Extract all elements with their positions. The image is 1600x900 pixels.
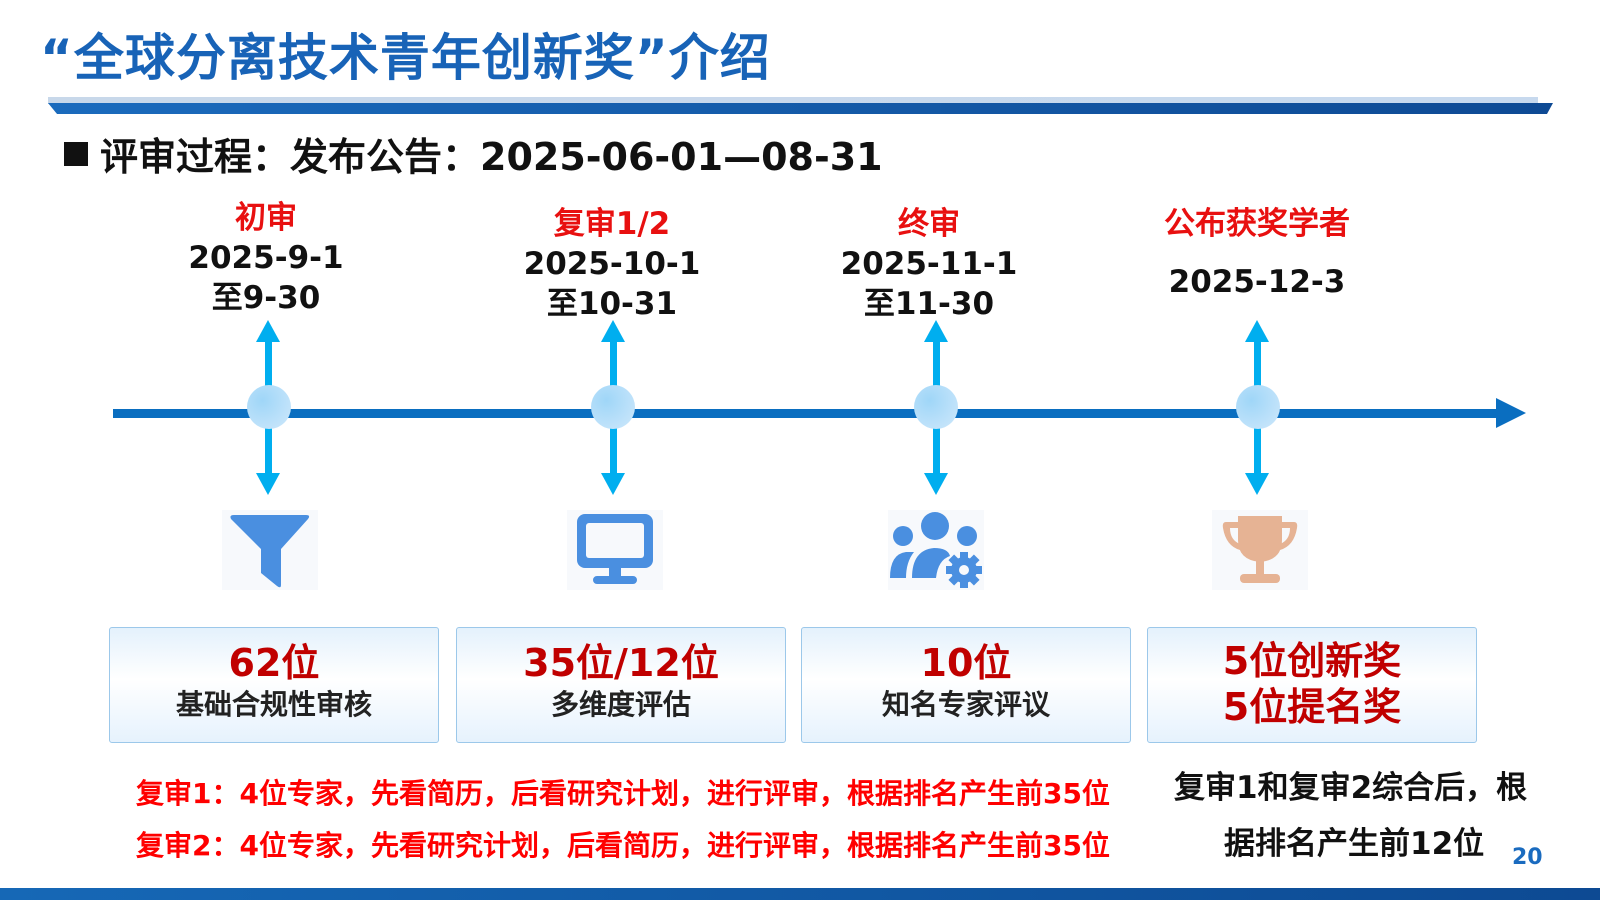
stage-header-4: 公布获奖学者 2025-12-3 xyxy=(1107,204,1407,302)
stage-description: 知名专家评议 xyxy=(881,688,1050,721)
stage-description: 多维度评估 xyxy=(550,688,691,721)
timeline-node xyxy=(247,385,291,429)
stage-description: 基础合规性审核 xyxy=(175,688,372,721)
arrow-down-icon xyxy=(256,473,280,495)
stage-date: 2025-12-3 xyxy=(1168,264,1346,300)
trophy-icon xyxy=(1212,510,1308,590)
timeline-arrow-head-icon xyxy=(1496,398,1526,428)
stage-header-2: 复审1/2 2025-10-1 至10-31 xyxy=(462,204,762,324)
stage-name: 终审 xyxy=(898,206,960,242)
combined-note-line1: 复审1和复审2综合后，根 xyxy=(1174,770,1528,806)
stage-date-end: 至9-30 xyxy=(211,280,321,316)
section-heading: 评审过程：发布公告：2025-06-01—08-31 xyxy=(64,126,883,181)
candidate-count: 35位/12位 xyxy=(523,641,719,685)
title-underline xyxy=(48,103,1553,114)
monitor-icon xyxy=(567,510,663,590)
stage-name: 公布获奖学者 xyxy=(1164,206,1350,242)
arrow-down-icon xyxy=(1245,473,1269,495)
stage-date-start: 2025-9-1 xyxy=(188,240,344,276)
timeline-node xyxy=(591,385,635,429)
arrow-down-icon xyxy=(924,473,948,495)
title-underline-light xyxy=(48,97,1538,104)
innovation-award-count: 5位创新奖 xyxy=(1222,639,1402,683)
nomination-award-count: 5位提名奖 xyxy=(1222,685,1402,729)
arrow-up-icon xyxy=(256,320,280,342)
filter-icon xyxy=(222,510,318,590)
users-settings-icon xyxy=(888,510,984,590)
review1-note: 复审1：4位专家，先看简历，后看研究计划，进行评审，根据排名产生前35位 xyxy=(136,777,1110,810)
arrow-up-icon xyxy=(601,320,625,342)
timeline-axis xyxy=(113,409,1503,418)
section-heading-text: 评审过程：发布公告：2025-06-01—08-31 xyxy=(100,135,883,179)
candidate-count: 10位 xyxy=(920,641,1012,685)
stage-header-1: 初审 2025-9-1 至9-30 xyxy=(116,198,416,318)
stage-date-start: 2025-11-1 xyxy=(840,246,1018,282)
timeline-node xyxy=(1236,385,1280,429)
page-number: 20 xyxy=(1512,845,1543,870)
arrow-up-icon xyxy=(1245,320,1269,342)
arrow-up-icon xyxy=(924,320,948,342)
square-bullet-icon xyxy=(64,142,88,166)
footer-bar xyxy=(0,888,1600,900)
stage-name: 初审 xyxy=(235,200,297,236)
stage-date-end: 至11-30 xyxy=(863,286,995,322)
stage-name: 复审1/2 xyxy=(553,206,671,242)
stage-card-4: 5位创新奖 5位提名奖 xyxy=(1147,627,1477,743)
review2-note: 复审2：4位专家，先看研究计划，后看简历，进行评审，根据排名产生前35位 xyxy=(136,829,1110,862)
combined-note-line2: 据排名产生前12位 xyxy=(1224,826,1485,862)
arrow-down-icon xyxy=(601,473,625,495)
slide-title: “全球分离技术青年创新奖”介绍 xyxy=(40,29,771,87)
stage-card-3: 10位 知名专家评议 xyxy=(801,627,1131,743)
stage-date-end: 至10-31 xyxy=(546,286,678,322)
stage-card-2: 35位/12位 多维度评估 xyxy=(456,627,786,743)
stage-card-1: 62位 基础合规性审核 xyxy=(109,627,439,743)
candidate-count: 62位 xyxy=(228,641,320,685)
stage-date-start: 2025-10-1 xyxy=(523,246,701,282)
timeline-node xyxy=(914,385,958,429)
stage-header-3: 终审 2025-11-1 至11-30 xyxy=(779,204,1079,324)
